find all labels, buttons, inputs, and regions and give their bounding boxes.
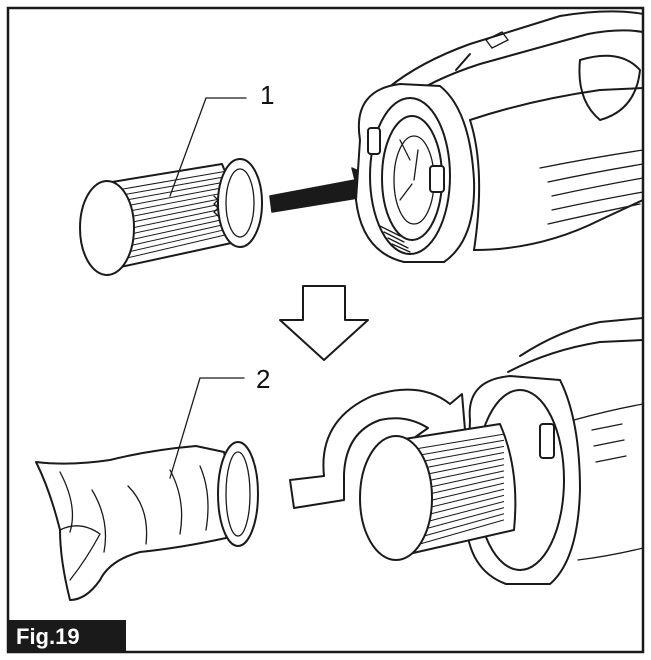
filter-bag-part-2 <box>35 441 259 601</box>
callout-1: 1 <box>169 80 274 197</box>
rotation-arrow <box>289 388 469 509</box>
filter-part-1 <box>79 158 263 276</box>
vacuum-machine-top <box>355 10 644 263</box>
callout-2: 2 <box>169 364 270 479</box>
figure-label-text: Fig.19 <box>16 624 80 649</box>
vacuum-machine-bottom <box>359 317 644 585</box>
callout-2-number: 2 <box>256 364 270 394</box>
filter-ribs <box>117 170 227 261</box>
figure-label: Fig.19 <box>8 620 126 652</box>
next-step-arrow <box>279 285 369 361</box>
callout-1-number: 1 <box>260 80 274 110</box>
